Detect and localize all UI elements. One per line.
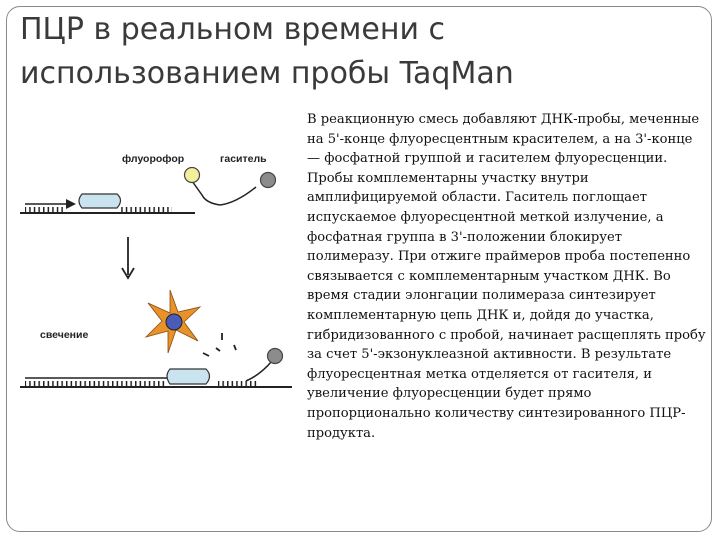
fragment-2 xyxy=(202,352,210,357)
polymerase-icon-bottom xyxy=(166,368,211,385)
label-glow: свечение xyxy=(40,329,88,341)
quencher-linker xyxy=(219,186,257,206)
star-icon xyxy=(144,289,202,354)
bottom-panel xyxy=(20,289,292,388)
quencher-icon-bottom xyxy=(266,347,284,365)
label-quencher: гаситель xyxy=(220,153,267,165)
remaining-probe-ticks xyxy=(218,381,258,387)
probe-linker xyxy=(191,180,221,206)
new-strand-ticks xyxy=(25,381,167,387)
body-text: В реакционную смесь добавляют ДНК-пробы,… xyxy=(307,112,706,441)
top-panel xyxy=(20,166,277,214)
arrow-head-icon xyxy=(66,199,76,209)
quencher-linker-bottom xyxy=(245,360,273,382)
slide-title: ПЦР в реальном времени с использованием … xyxy=(20,12,514,91)
primer-ticks xyxy=(25,207,63,213)
fragment-3 xyxy=(215,347,221,352)
fragment-4 xyxy=(233,344,237,351)
taqman-diagram: флуорофор гаситель свечение xyxy=(20,153,292,388)
quencher-icon xyxy=(259,171,277,189)
probe-ticks xyxy=(120,207,172,213)
polymerase-icon xyxy=(78,193,122,209)
label-fluorophore: флуорофор xyxy=(122,153,184,165)
fluorophore-icon xyxy=(183,166,201,184)
slide-frame xyxy=(6,6,712,532)
down-arrow-icon xyxy=(121,237,135,280)
